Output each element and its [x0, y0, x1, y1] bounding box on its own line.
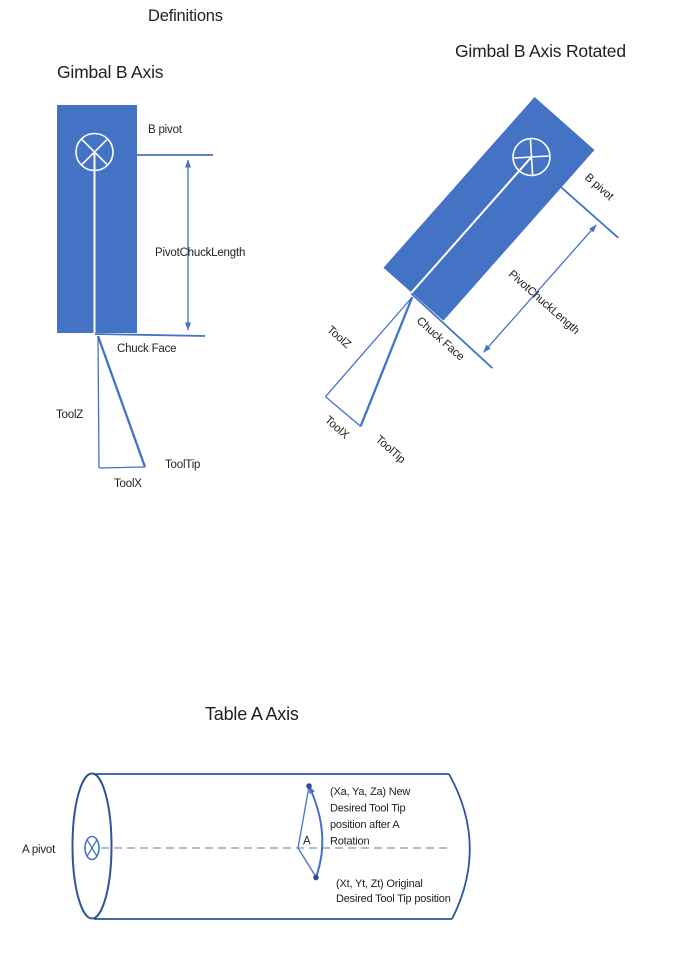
- tool-x-label: ToolX: [114, 478, 142, 490]
- b-pivot-label: B pivot: [582, 171, 616, 203]
- gimbal-b-axis-title: Gimbal B Axis: [57, 62, 164, 82]
- tool-z-label: ToolZ: [324, 324, 352, 351]
- chuck-face-line: [410, 292, 493, 369]
- b-pivot-extension-line: [560, 186, 619, 239]
- original-tool-tip-dot: [313, 874, 319, 881]
- new-tip-label-line1: (Xa, Ya, Za) New: [330, 786, 410, 798]
- pivot-chuck-length-label: PivotChuckLength: [155, 247, 245, 259]
- tool-z-line: [324, 296, 413, 398]
- page-title: Definitions: [148, 7, 223, 25]
- gimbal-b-axis-rotated-figure: B pivot PivotChuckLength Chuck Face Tool…: [322, 96, 619, 466]
- original-tip-label-line1: (Xt, Yt, Zt) Original: [336, 878, 423, 890]
- table-a-axis-title: Table A Axis: [205, 704, 299, 724]
- tool-tip-label: ToolTip: [373, 434, 407, 466]
- a-pivot-cross-icon: [86, 839, 98, 857]
- a-pivot-icon: [84, 835, 100, 861]
- gimbal-body: [57, 105, 137, 333]
- b-pivot-label: B pivot: [148, 124, 183, 136]
- cylinder-right-cap: [448, 773, 471, 920]
- a-rotation-arc-arrow: [308, 785, 324, 878]
- spindle-axis-line: [410, 156, 533, 294]
- cylinder-left-face: [71, 772, 113, 920]
- a-pivot-label: A pivot: [22, 844, 56, 856]
- original-tip-label-line2: Desired Tool Tip position: [336, 893, 451, 905]
- radius-to-original-tip-line: [297, 847, 317, 878]
- new-tip-label-line4: Rotation: [330, 836, 369, 848]
- a-angle-label: A: [303, 836, 311, 848]
- tool-x-line: [325, 396, 362, 427]
- pivot-chuck-length-label: PivotChuckLength: [506, 268, 581, 337]
- gimbal-b-axis-rotated-title: Gimbal B Axis Rotated: [455, 41, 626, 61]
- tool-tip-label: ToolTip: [165, 459, 200, 471]
- table-a-axis-figure: A pivot A (Xa, Ya, Za) New Desired Tool …: [22, 772, 471, 920]
- chuck-face-label: Chuck Face: [117, 343, 176, 355]
- new-tip-label-line2: Desired Tool Tip: [330, 803, 406, 815]
- tool-z-line: [97, 335, 100, 469]
- tool-x-label: ToolX: [322, 414, 351, 442]
- pivot-chuck-length-arrow: [483, 224, 597, 353]
- chuck-face-label: Chuck Face: [414, 315, 466, 363]
- tool-x-line: [98, 466, 146, 469]
- gimbal-b-axis-figure: B pivot PivotChuckLength Chuck Face Tool…: [56, 105, 245, 490]
- new-tip-label-line3: position after A: [330, 819, 400, 831]
- tool-z-label: ToolZ: [56, 409, 83, 421]
- radius-to-new-tip-line: [297, 786, 310, 849]
- new-tool-tip-dot: [306, 783, 312, 789]
- chuck-face-line: [94, 333, 206, 337]
- tool-edge-line: [96, 335, 147, 468]
- tool-edge-line: [359, 296, 414, 427]
